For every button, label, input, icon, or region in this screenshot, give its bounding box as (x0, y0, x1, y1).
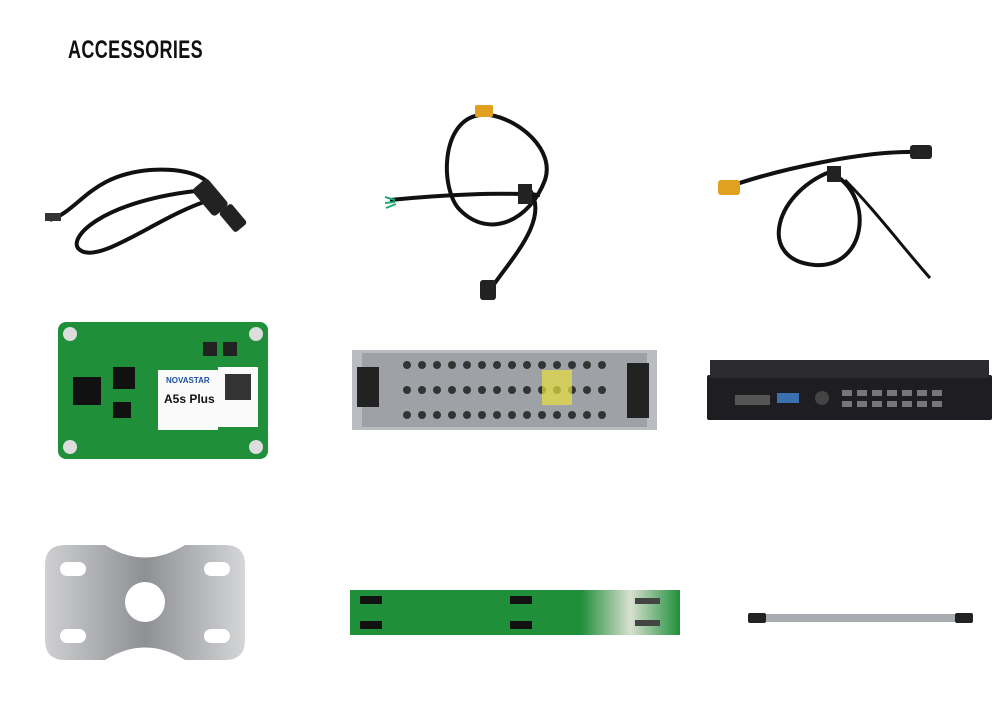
product-connecting-bar[interactable] (748, 610, 973, 626)
product-power-supply[interactable] (352, 345, 657, 435)
product-mounting-plate[interactable] (45, 545, 245, 660)
card-model-label: A5s Plus (164, 392, 215, 406)
product-hub-board[interactable] (350, 590, 680, 635)
card-brand-label: NOVASTAR (166, 376, 210, 385)
product-video-controller[interactable] (707, 355, 992, 425)
product-cable-y-splitter-wires[interactable] (380, 100, 580, 305)
product-cable-y-splitter-yellow[interactable] (715, 140, 945, 285)
product-cable-single[interactable] (40, 155, 270, 275)
product-receiving-card[interactable]: NOVASTAR A5s Plus (58, 322, 268, 459)
page-title: ACCESSORIES (68, 36, 203, 64)
